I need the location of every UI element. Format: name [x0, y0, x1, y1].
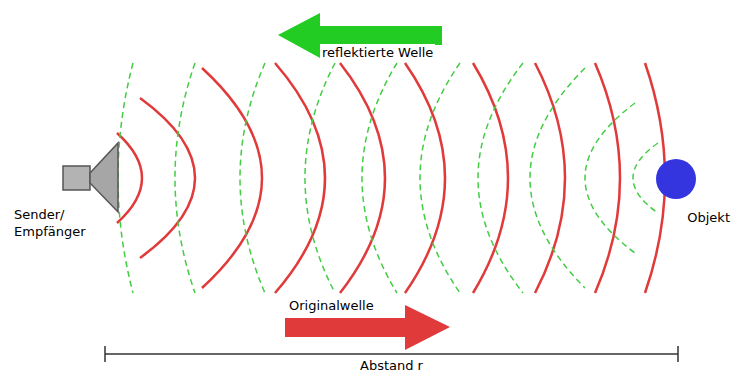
dimension-tick: [104, 346, 106, 362]
dimension-line: [105, 353, 678, 355]
node-label: Objekt: [687, 209, 730, 226]
object-circle: [656, 159, 696, 199]
arrow-body: [318, 26, 442, 45]
reflected-wave-front: [633, 143, 658, 213]
wave-front: [140, 98, 195, 258]
speaker-cone: [90, 143, 118, 212]
arrow-head: [405, 305, 450, 350]
wave-front: [275, 63, 325, 293]
reflected-wave-front: [240, 63, 265, 293]
wave-front: [202, 68, 262, 288]
reflected-wave-front: [585, 103, 635, 253]
reflected-wave-front: [530, 68, 585, 288]
reflected-wave-front: [305, 63, 335, 293]
object-node: Objekt: [650, 155, 734, 235]
transceiver-node: Sender/ Empfänger: [10, 140, 122, 250]
node-label: Sender/ Empfänger: [14, 206, 96, 240]
speaker-body: [63, 166, 90, 190]
dimension-tick: [677, 346, 679, 362]
arrow-label: Originalwelle: [287, 297, 376, 314]
arrow-label: reflektierte Welle: [320, 44, 435, 61]
reflected-wave-front: [175, 63, 195, 293]
reflected-wave-front: [420, 63, 460, 293]
reflected-wave-front: [362, 63, 397, 293]
wave-front: [117, 133, 142, 223]
arrow-body: [285, 318, 407, 337]
arrow-head: [278, 13, 320, 58]
original-waves: [117, 63, 665, 293]
wave-front: [535, 63, 565, 293]
dimension-label: Abstand r: [358, 357, 425, 374]
reflected-wave-front: [478, 63, 523, 293]
reflected-waves: [118, 63, 658, 293]
wave-front: [595, 63, 620, 293]
reflected-wave-front: [118, 63, 133, 293]
